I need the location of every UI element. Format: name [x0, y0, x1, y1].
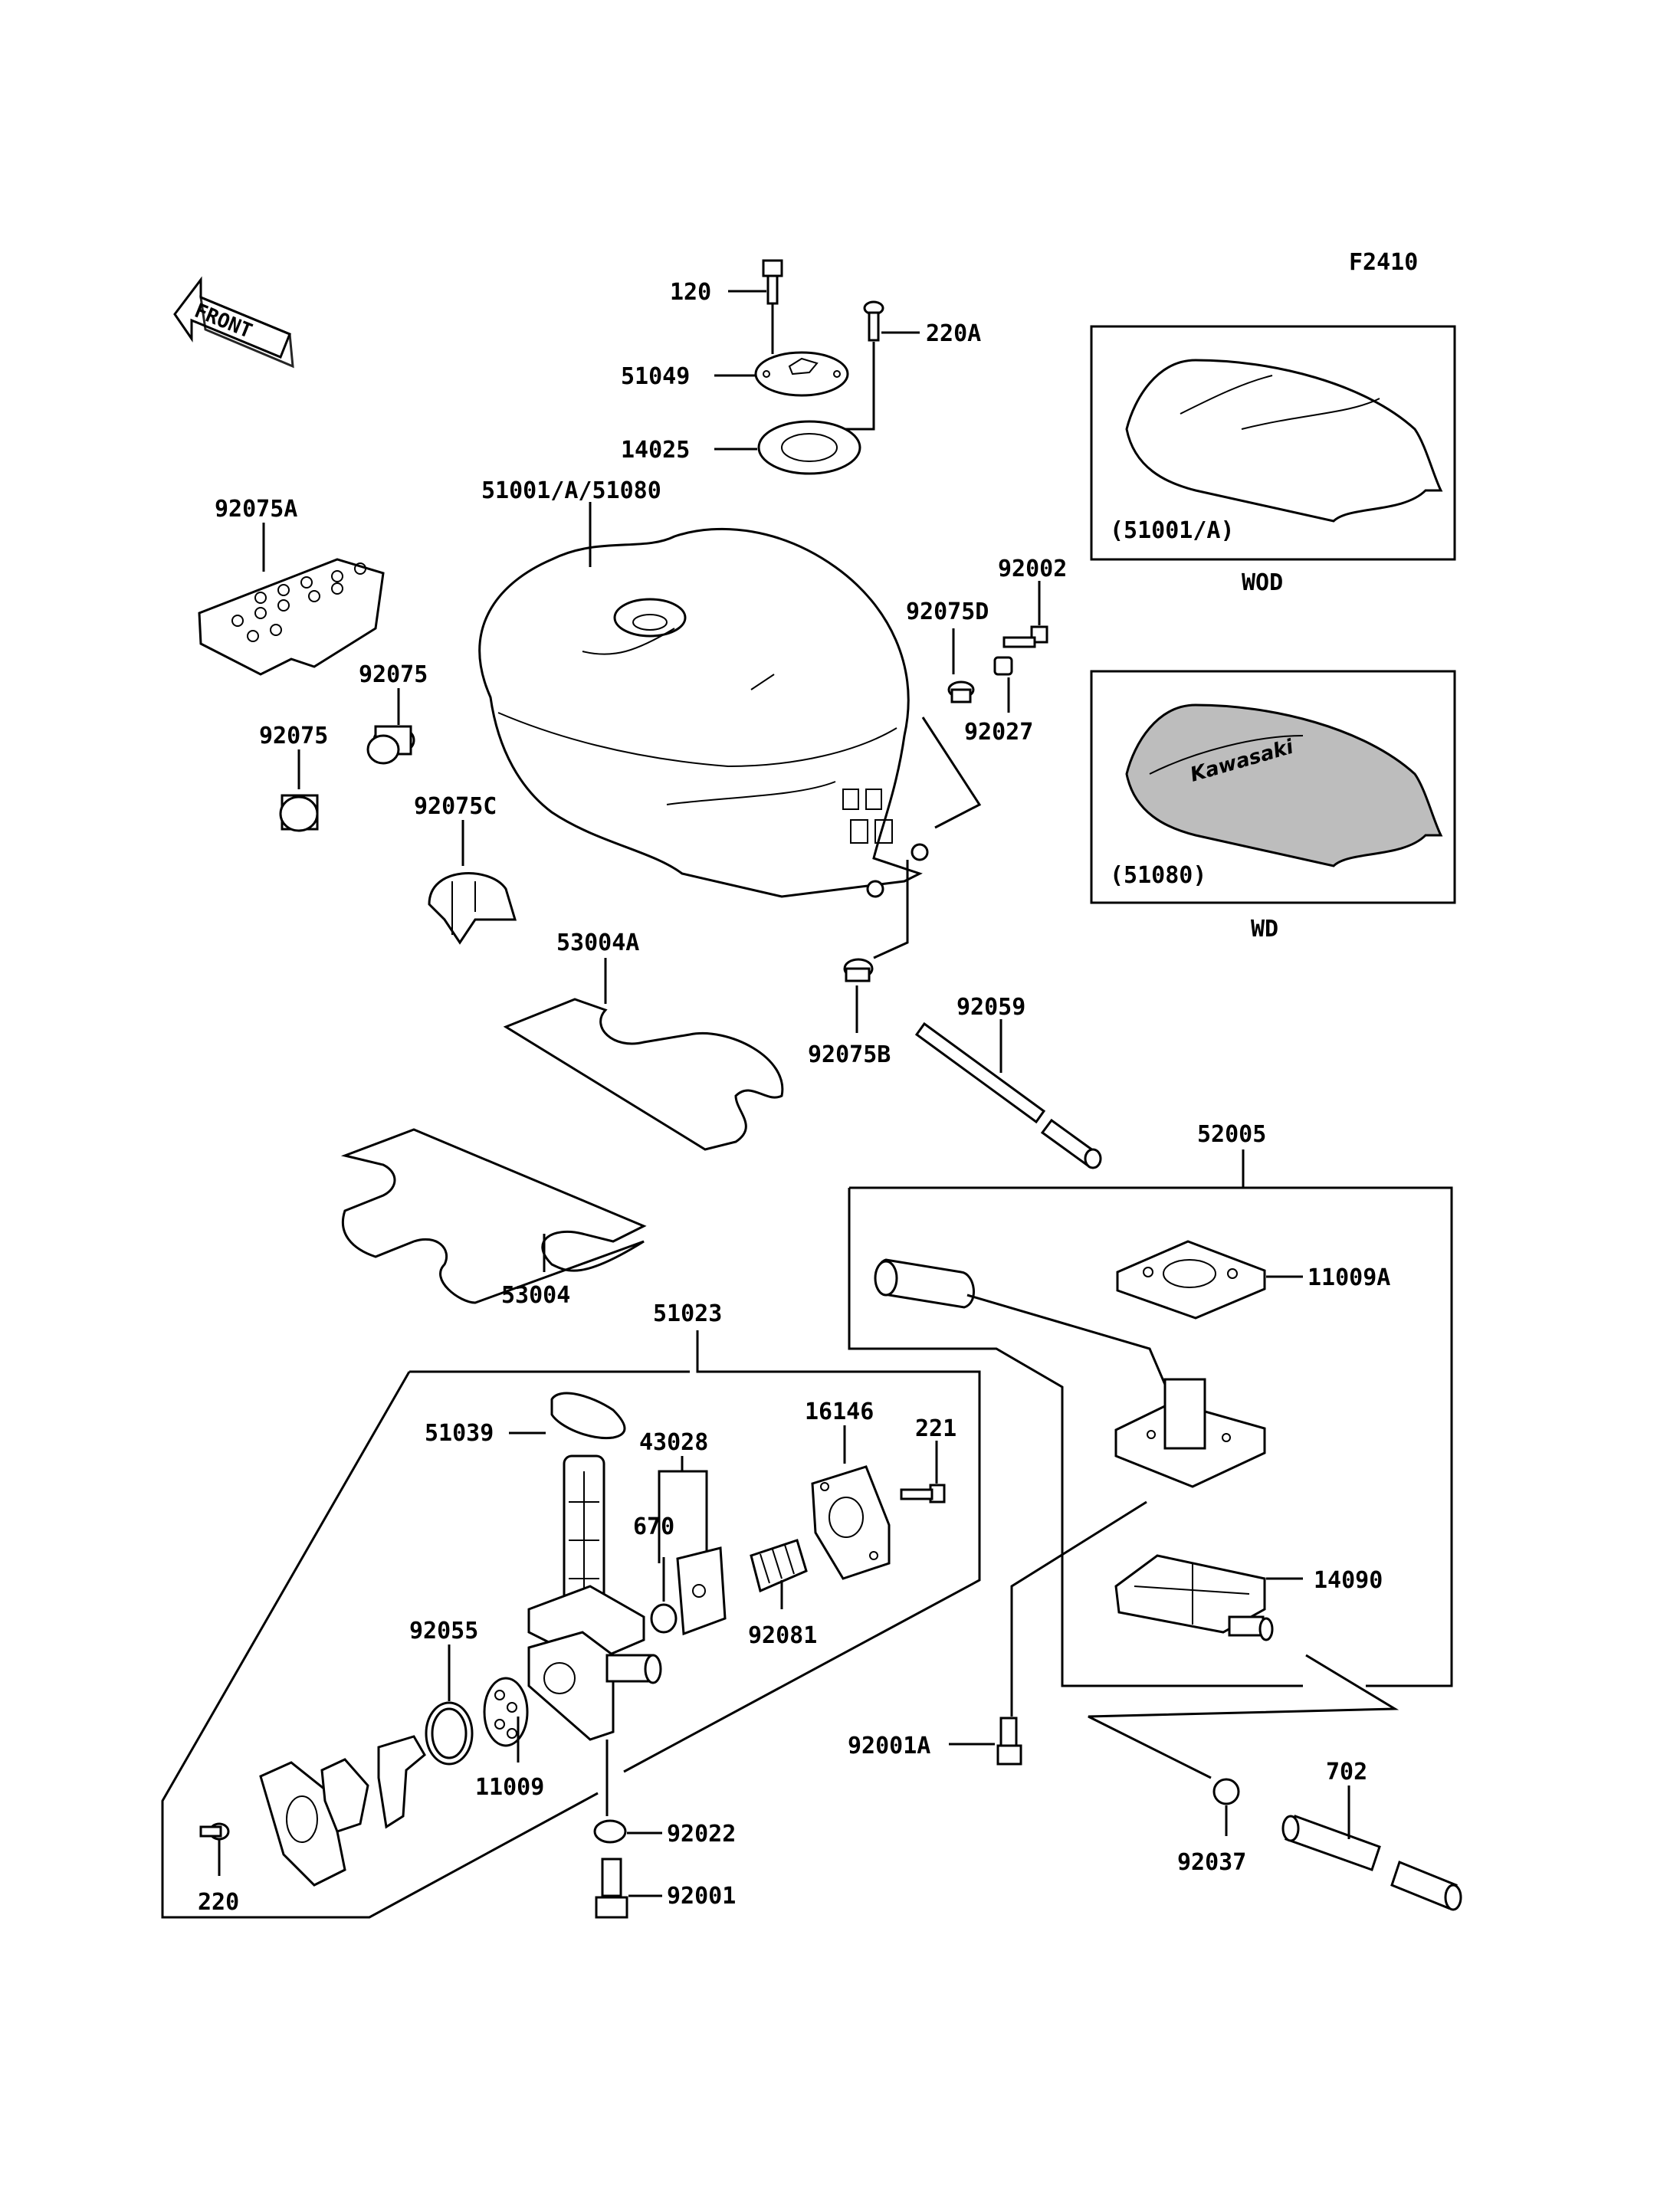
label-92075B: 92075B — [808, 1041, 891, 1068]
hose-702 — [1281, 1815, 1462, 1911]
inset-wd-caption: WD — [1251, 916, 1278, 943]
damper-92075-upper — [366, 725, 415, 765]
label-11009: 11009 — [475, 1774, 544, 1801]
clamp-92037 — [1212, 1778, 1240, 1805]
label-92081: 92081 — [748, 1622, 817, 1649]
inset-wd-code: (51080) — [1110, 862, 1206, 889]
inset-wod-caption: WOD — [1242, 569, 1283, 596]
label-92059: 92059 — [956, 994, 1025, 1021]
cover-16146 — [811, 1465, 891, 1580]
inset-wd: Kawasaki (51080) — [1090, 670, 1456, 904]
pad-53004A — [503, 998, 784, 1151]
sender-unit-plate — [1114, 1378, 1266, 1488]
label-92001A: 92001A — [848, 1733, 930, 1759]
label-43028: 43028 — [639, 1429, 708, 1456]
label-92075-lower: 92075 — [259, 723, 328, 749]
label-670: 670 — [633, 1513, 674, 1540]
grommet-92075D — [947, 680, 975, 703]
label-702: 702 — [1326, 1759, 1367, 1785]
label-14090: 14090 — [1314, 1567, 1383, 1594]
label-11009A: 11009A — [1308, 1264, 1390, 1291]
label-92055: 92055 — [409, 1618, 478, 1644]
inset-wod-code: (51001/A) — [1110, 517, 1235, 544]
screw-221 — [900, 1484, 946, 1503]
o-ring-670 — [650, 1603, 678, 1634]
damper-92075-lower — [279, 794, 319, 832]
label-221: 221 — [915, 1415, 956, 1442]
pad-53004 — [340, 1128, 647, 1304]
washer-92022 — [593, 1819, 627, 1844]
label-120: 120 — [670, 279, 711, 306]
fuel-tank — [478, 527, 929, 898]
label-92027: 92027 — [964, 719, 1033, 746]
label-16146: 16146 — [805, 1399, 874, 1425]
o-ring-92055 — [425, 1701, 474, 1766]
label-220A: 220A — [926, 320, 981, 347]
label-220: 220 — [198, 1889, 239, 1916]
bolt-120 — [762, 259, 783, 305]
label-52005: 52005 — [1197, 1121, 1266, 1148]
label-92075C: 92075C — [414, 793, 497, 820]
gasket-14025 — [757, 420, 861, 475]
label-92075A: 92075A — [215, 496, 297, 523]
filter-11009 — [483, 1677, 529, 1747]
screw-92001A — [996, 1717, 1022, 1766]
bolt-92002 — [1002, 625, 1048, 648]
label-92001: 92001 — [667, 1883, 736, 1910]
fuel-cock-body — [527, 1454, 662, 1741]
sender-float-arm — [874, 1258, 1174, 1433]
label-92037: 92037 — [1177, 1849, 1246, 1876]
gasket-11009A — [1116, 1240, 1266, 1320]
spring-92081 — [750, 1539, 808, 1593]
grommet-92075B — [843, 958, 874, 982]
label-92002: 92002 — [998, 556, 1067, 582]
diaphragm-43028 — [676, 1546, 727, 1636]
damper-92075C — [428, 872, 517, 945]
label-51023: 51023 — [653, 1300, 722, 1327]
bracket-92075A — [198, 558, 385, 676]
strainer-14090 — [1114, 1554, 1274, 1641]
screw-220 — [199, 1822, 230, 1841]
collar-92027 — [993, 656, 1013, 676]
figure-code: F2410 — [1349, 249, 1418, 276]
bolt-92001 — [595, 1858, 628, 1919]
label-51001: 51001/A/51080 — [481, 477, 661, 504]
label-92022: 92022 — [667, 1821, 736, 1848]
label-51039: 51039 — [425, 1420, 494, 1447]
tube-92059 — [914, 1021, 1102, 1169]
cap-51049 — [754, 351, 849, 397]
front-arrow-icon: FRONT — [173, 276, 294, 369]
label-51049: 51049 — [621, 363, 690, 390]
label-14025: 14025 — [621, 437, 690, 464]
label-92075D: 92075D — [906, 598, 989, 625]
label-53004A: 53004A — [556, 930, 639, 956]
screw-220A — [863, 300, 884, 342]
seal-small — [320, 1758, 369, 1833]
gasket-51039 — [550, 1392, 626, 1440]
label-53004: 53004 — [501, 1282, 570, 1309]
inset-wod: (51001/A) — [1090, 325, 1456, 561]
bracket-pipe — [377, 1735, 426, 1829]
label-92075-upper: 92075 — [359, 661, 428, 688]
